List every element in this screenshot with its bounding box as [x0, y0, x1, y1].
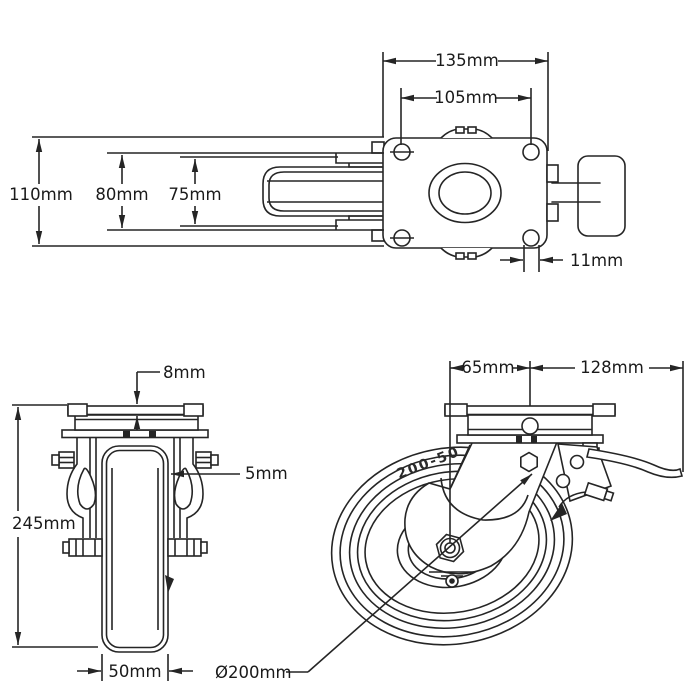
fork-leg-left [51, 437, 103, 557]
dim-hole-diameter-label: 11mm [570, 251, 623, 270]
brake-pad-tip [165, 575, 174, 593]
dimension-annotations: 135mm 105mm 110mm 80mm 75mm 11mm [9, 51, 684, 682]
side-view: 200-50 [330, 403, 683, 646]
kingpin-bolt [521, 417, 539, 435]
dim-wheel-diameter-label: Ø200mm [215, 663, 292, 682]
dim-plate-thickness-label: 8mm [163, 363, 206, 382]
swivel-race-edges [440, 126, 493, 260]
brake-adjust-bolt [583, 481, 615, 502]
dim-hole-diameter: 11mm [500, 251, 623, 270]
dim-brake-reach-label: 128mm [580, 358, 644, 377]
bolt-holes [390, 143, 540, 247]
brake-mechanism-side [550, 443, 683, 521]
top-view [262, 126, 626, 260]
wheel-front [101, 445, 174, 653]
dim-hole-spacing-width: 105mm [401, 88, 531, 107]
dim-fork-steel-thickness: 5mm [171, 464, 288, 483]
dim-plate-width-label: 135mm [435, 51, 499, 70]
dim-overall-height-label: 245mm [12, 514, 76, 533]
dim-hole-spacing-width-label: 105mm [434, 88, 498, 107]
front-view [51, 403, 219, 653]
dim-hole-spacing-depth-label: 80mm [95, 185, 148, 204]
fork-hex-bolt [519, 451, 539, 473]
dim-plate-width: 135mm [383, 51, 548, 70]
dim-plate-thickness: 8mm [133, 363, 206, 430]
rotation-arrow-icon [550, 491, 587, 521]
dim-hole-spacing-depth: 80mm [95, 155, 149, 228]
dim-wheel-width-label: 50mm [108, 662, 161, 681]
dim-fork-inner-width: 75mm [168, 159, 222, 224]
dim-fork-steel-thickness-label: 5mm [245, 464, 288, 483]
dim-plate-depth-label: 110mm [9, 185, 73, 204]
swivel-bearing-ring [428, 162, 502, 224]
wheel-side [330, 446, 574, 646]
dim-overall-height: 245mm [12, 407, 76, 645]
brake-lever [586, 448, 683, 479]
dim-wheel-diameter: Ø200mm [215, 473, 533, 682]
brake-pedal-top [546, 155, 626, 237]
dim-swivel-offset-label: 65mm [461, 358, 514, 377]
fork-leg-right [167, 437, 219, 557]
dim-swivel-offset: 65mm [450, 358, 530, 377]
front-view-extension-lines [12, 404, 169, 681]
dim-fork-inner-width-label: 75mm [168, 185, 221, 204]
dim-plate-depth: 110mm [9, 139, 73, 244]
wheel-top [262, 166, 390, 217]
plate-stack-front [61, 403, 209, 439]
dim-wheel-width: 50mm [77, 662, 193, 681]
dim-brake-reach: 128mm [530, 358, 683, 377]
